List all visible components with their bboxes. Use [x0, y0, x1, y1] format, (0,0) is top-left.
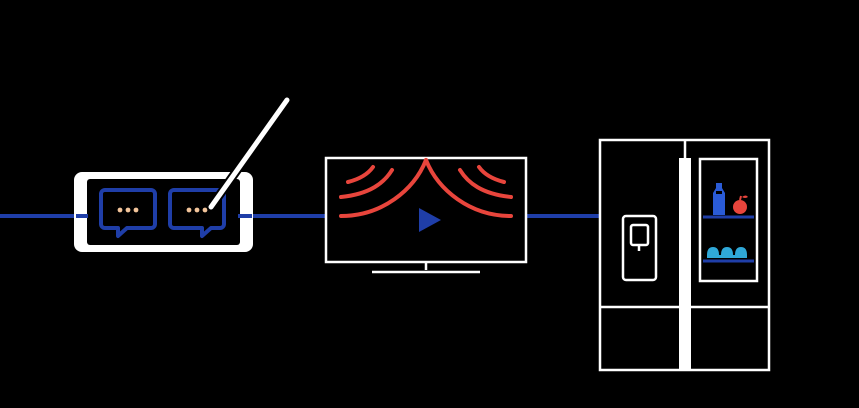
tv-icon [324, 156, 528, 274]
fridge-icon [598, 138, 771, 372]
apple-icon [733, 195, 748, 214]
fridge-screen [698, 157, 759, 283]
ice-icon [707, 247, 747, 258]
play-icon [419, 208, 441, 232]
stylus-icon [206, 95, 292, 212]
bottle-icon [713, 183, 725, 215]
water-dispenser [621, 214, 658, 282]
tv-stand [372, 262, 480, 274]
tablet-icon [74, 95, 292, 252]
chat-bubble-icon [99, 188, 157, 238]
curtain-icon [339, 158, 513, 218]
